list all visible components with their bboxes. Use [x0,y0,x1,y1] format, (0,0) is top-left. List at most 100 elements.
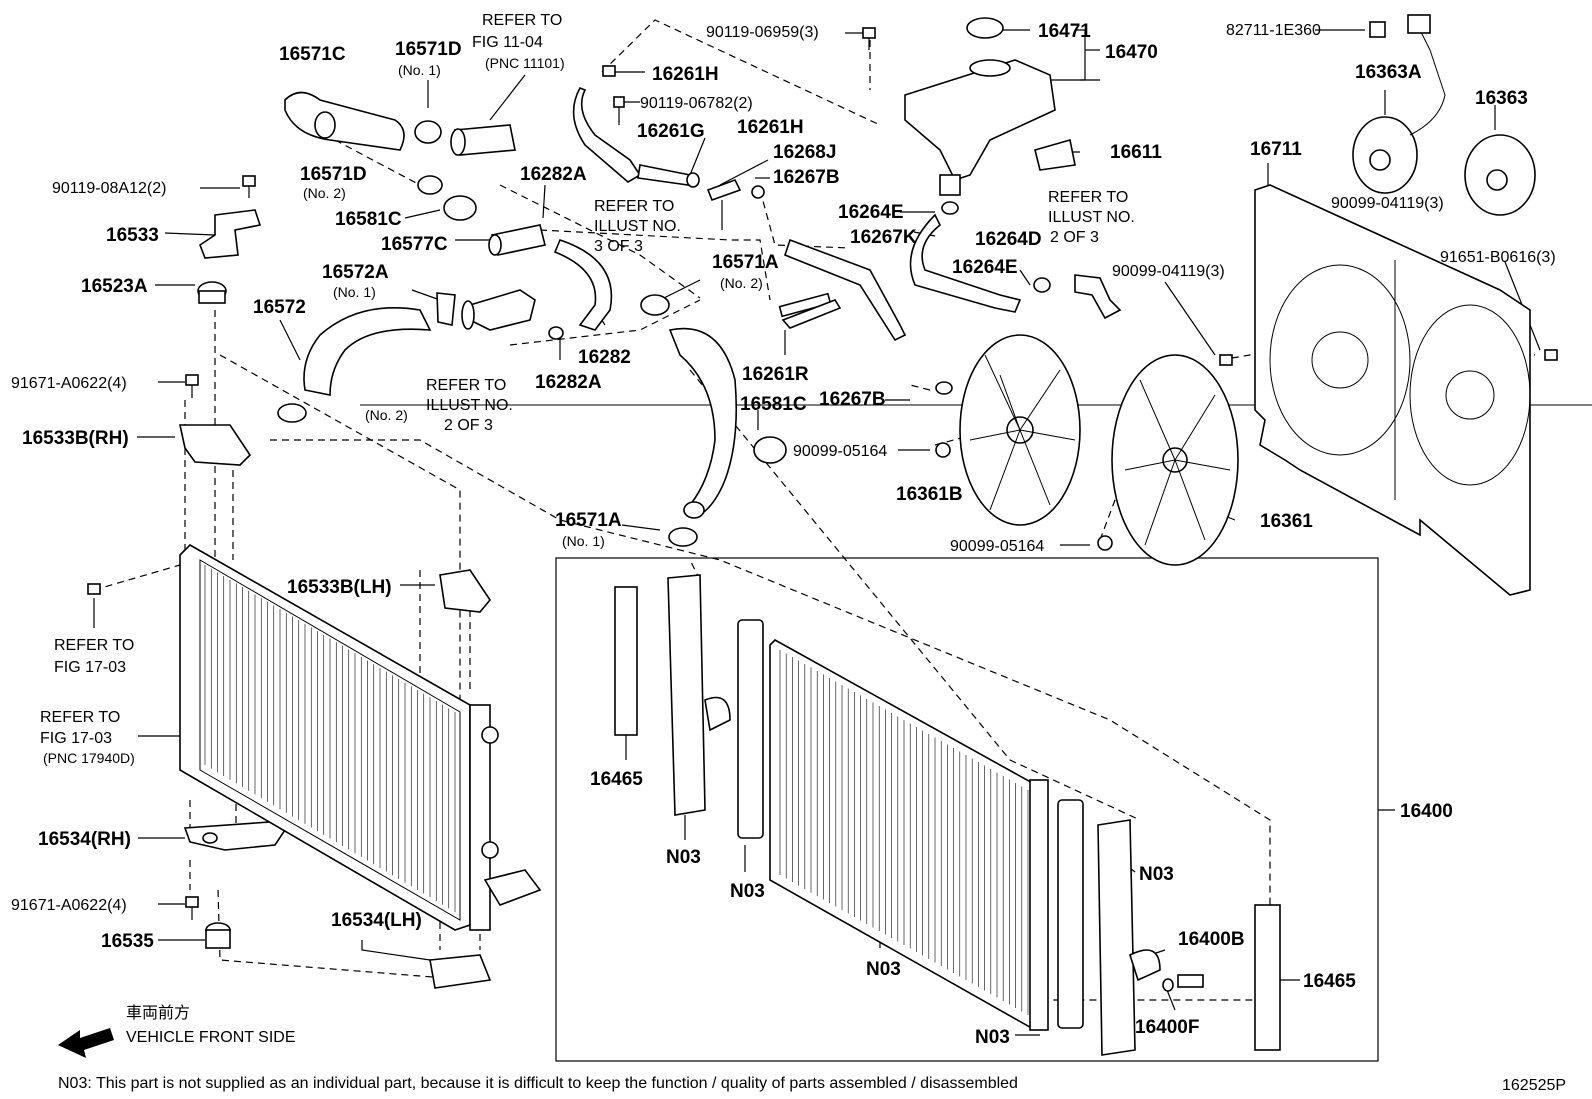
refer-fig1104-c: (PNC 11101) [485,55,565,71]
inlet-pipe [450,124,516,156]
label-16264E-b: 16264E [952,257,1018,278]
refer-fig1104-b: FIG 11-04 [472,34,543,51]
tank-N03-left [667,574,731,816]
label-16264D: 16264D [975,229,1042,250]
label-n03-a: N03 [666,847,701,868]
clamp-16571A-no1 [668,527,698,547]
gasket-N03-left [737,619,764,839]
label-16261H-a: 16261H [652,64,719,85]
o-ring-16400F [1162,978,1174,992]
bracket-16611 [1034,138,1076,171]
bracket-16534-LH [429,954,492,989]
label-no1-a: (No. 1) [398,62,441,78]
label-16571D-mid: 16571D [300,164,367,185]
label-16465-b: 16465 [1303,971,1356,992]
label-16533: 16533 [106,225,159,246]
hose-16267K [778,238,907,342]
tank-N03-right [1097,819,1161,1056]
label-16470: 16470 [1105,42,1158,63]
refer-illust2l-a: REFER TO [426,377,506,394]
clamp-16581C [753,436,787,464]
label-16363: 16363 [1475,88,1528,109]
label-n03-c: N03 [1139,864,1174,885]
refer-illust2r-a: REFER TO [1048,189,1128,206]
front-side-label-jp: 車両前方 [126,1004,190,1022]
hose-16577C [443,195,546,256]
fitting-16264E [1074,274,1122,320]
label-16264E-a: 16264E [838,202,904,223]
figure-id: 162525P [1502,1077,1566,1094]
label-16400F: 16400F [1135,1017,1199,1038]
label-16711: 16711 [1250,139,1302,160]
gasket-N03-right [1057,799,1084,1029]
fan-16361 [1111,354,1239,566]
label-82711-1E360: 82711-1E360 [1226,22,1321,39]
label-16465-a: 16465 [590,769,643,790]
label-16534-RH: 16534(RH) [38,829,131,850]
label-no2-a: (No. 2) [303,185,346,201]
label-no1-b: (No. 1) [333,284,376,300]
refer-illust2r-b: ILLUST NO. [1048,209,1135,226]
seal-16465-a [614,586,638,736]
refer-fig1703a-b: FIG 17-03 [54,659,126,676]
clamp-16264E [1033,277,1051,293]
label-16533B-RH: 16533B(RH) [22,428,129,449]
refer-fig1703b-b: FIG 17-03 [40,730,112,747]
refer-illust2l-b: ILLUST NO. [426,397,513,414]
bracket-16533B-LH [439,569,491,613]
hose-16264D [909,213,1022,313]
label-16571A-b: 16571A [555,510,622,531]
clamp-16571D [414,120,442,144]
radiator-main [179,544,542,931]
label-16577C: 16577C [381,234,448,255]
label-16261H-b: 16261H [737,117,804,138]
nut-90099-05164-a [935,442,951,458]
refer-illust2l-c: 2 OF 3 [444,417,493,434]
label-16261G: 16261G [637,121,705,142]
fan-motor-16363 [1464,134,1536,216]
clip-16267B [935,381,953,395]
drain-cock-16400B [1177,974,1204,988]
label-no2-b: (No. 2) [720,275,763,291]
hose-16282 [548,239,613,340]
nut-90099-05164-b [1097,535,1113,551]
label-90099-04119-a: 90099-04119(3) [1331,195,1444,212]
upper-bracket-16533 [197,209,262,304]
label-90099-04119-b: 90099-04119(3) [1112,263,1225,280]
label-16267B-b: 16267B [819,389,886,410]
label-90099-05164-b: 90099-05164 [950,538,1044,555]
label-16471: 16471 [1038,21,1091,42]
label-16282A-b: 16282A [535,372,602,393]
front-side-label-en: VEHICLE FRONT SIDE [126,1029,296,1046]
label-90119-06959: 90119-06959(3) [706,24,819,41]
label-n03-b: N03 [730,881,765,902]
label-no1-c: (No. 1) [562,533,605,549]
label-no2-c: (No. 2) [365,407,408,423]
label-16361B: 16361B [896,484,963,505]
pipe-16268J [706,179,765,230]
hose-16571C [284,91,405,151]
label-n03-d: N03 [866,959,901,980]
label-91671-A0622-b: 91671-A0622(4) [11,897,127,914]
clamp-16571D-no2 [417,175,443,195]
fan-motor-16363A [1352,14,1446,194]
refer-illust3-a: REFER TO [594,198,674,215]
label-16533B-LH: 16533B(LH) [287,577,392,598]
label-16611: 16611 [1110,142,1162,163]
bracket-16534-RH [183,821,287,851]
radiator-core-N03 [769,639,1049,1031]
seal-16465-b [1254,904,1281,1051]
label-16282: 16282 [578,347,631,368]
label-16581C-a: 16581C [335,209,402,230]
refer-illust3-b: ILLUST NO. [594,218,681,235]
clamp-16571A-no2 [640,294,670,316]
refer-fig1703b-a: REFER TO [40,709,120,726]
water-outlet-housing [461,289,536,331]
label-16581C-b: 16581C [740,394,807,415]
label-16571D-top: 16571D [395,39,462,60]
reservoir-tank-16470 [904,17,1056,215]
label-16363A: 16363A [1355,62,1422,83]
label-16571A-a: 16571A [712,252,779,273]
bracket-16261R [781,299,842,329]
